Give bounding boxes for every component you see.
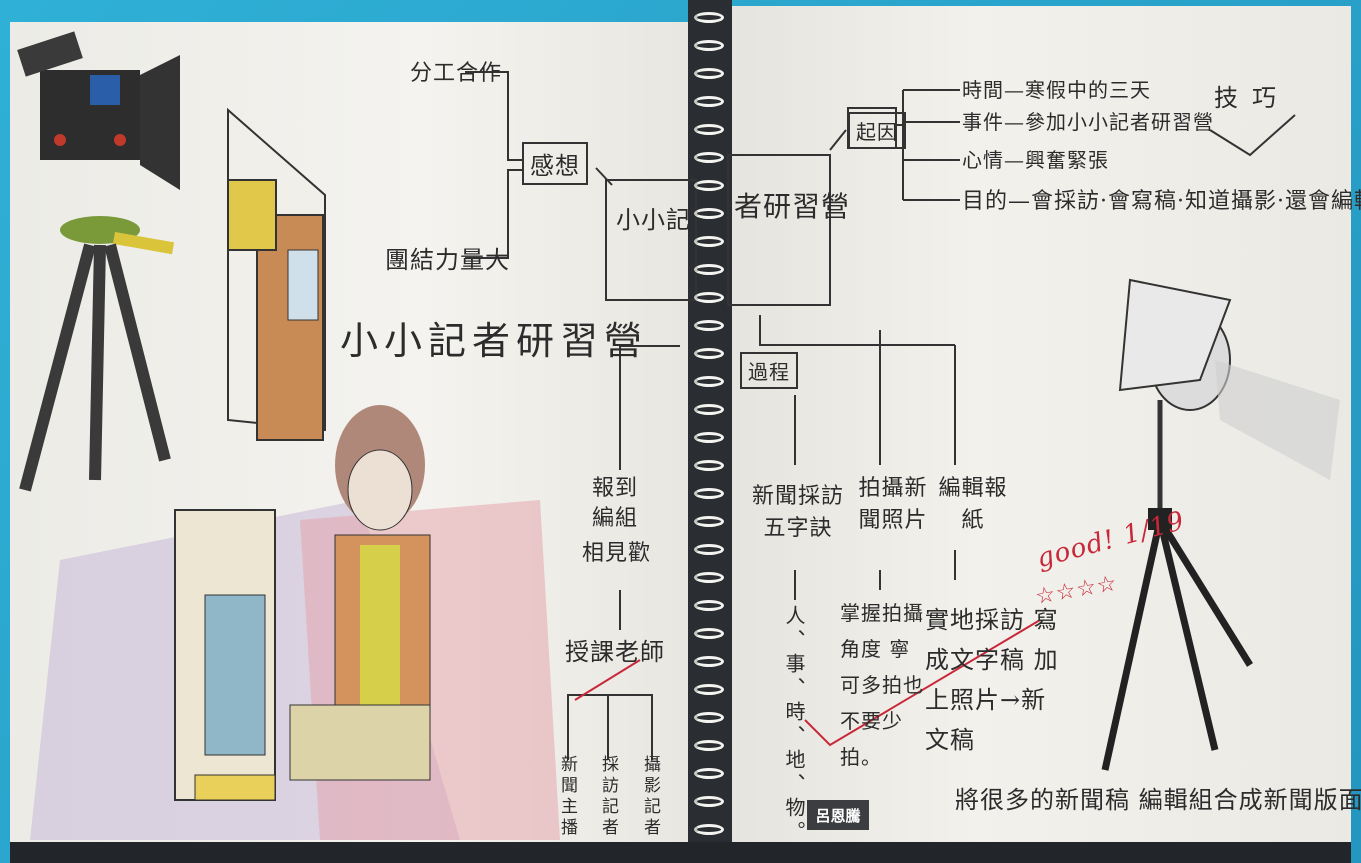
cause-item-mood: 心情—興奮緊張 bbox=[962, 148, 1109, 172]
branch-title: 拍攝新聞照片 bbox=[858, 476, 928, 533]
cause-item-event: 事件—參加小小記者研習營 bbox=[962, 110, 1214, 134]
branch-title: 編輯報紙 bbox=[938, 476, 1008, 533]
skills-label: 技巧 bbox=[1214, 84, 1290, 112]
teacher-photographer: 攝影記者 bbox=[640, 755, 660, 839]
first-day-item: 編組 bbox=[592, 506, 639, 531]
process-node: 過程 bbox=[740, 352, 798, 389]
branch-detail: 實地採訪 寫成文字稿 加上照片→新文稿 bbox=[925, 606, 1059, 754]
cause-item-purpose: 目的—會採訪·會寫稿·知道攝影·還會編輯 bbox=[962, 189, 1361, 214]
teacher-reporter: 採訪記者 bbox=[598, 755, 618, 839]
center-title-left-part: 小小記 bbox=[616, 206, 691, 234]
left-connectors bbox=[465, 71, 697, 760]
child-drawing bbox=[30, 405, 560, 840]
conclusion-text: 將很多的新聞稿 編輯組合成新聞版面 bbox=[955, 786, 1361, 814]
branch-title: 新聞採訪五字訣 bbox=[751, 484, 844, 541]
branch-detail: 人、事、時、地、物。 bbox=[782, 605, 806, 845]
right-connectors bbox=[727, 89, 1296, 600]
bottom-shadow bbox=[10, 842, 1351, 863]
feelings-node: 感想 bbox=[522, 142, 588, 185]
author-name-tag: 呂恩騰 bbox=[807, 800, 869, 830]
door-drawing bbox=[227, 107, 326, 441]
red-check-mark bbox=[574, 619, 1041, 747]
cause-item-time: 時間—寒假中的三天 bbox=[962, 78, 1151, 102]
center-title-right-part: 者研習營 bbox=[734, 190, 851, 223]
video-camera-drawing bbox=[17, 31, 180, 492]
first-day-item: 相見歡 bbox=[582, 541, 652, 566]
cause-node: 起因 bbox=[848, 112, 906, 149]
page-title: 小小記者研習營 bbox=[340, 319, 649, 363]
feeling-item-teamwork: 分工合作 bbox=[410, 61, 503, 86]
class-teacher-label: 授課老師 bbox=[565, 638, 665, 666]
spotlight-drawing bbox=[1101, 278, 1340, 771]
first-day-item: 報到 bbox=[592, 476, 639, 501]
feeling-item-unity: 團結力量大 bbox=[385, 246, 510, 274]
teacher-anchor: 新聞主播 bbox=[557, 755, 577, 839]
branch-detail: 掌握拍攝角度 寧可多拍也不要少拍。 bbox=[840, 601, 924, 769]
